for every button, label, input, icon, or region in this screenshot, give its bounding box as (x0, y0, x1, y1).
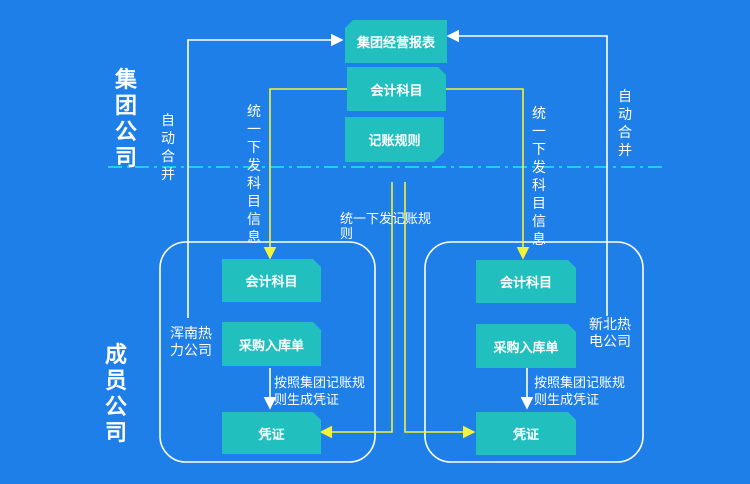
right-company-frame (424, 241, 644, 463)
right-voucher-box: 凭证 (476, 412, 576, 455)
auto-merge-left-line (187, 33, 344, 318)
distribute-accounts-right-label: 统一下发科目信息 (532, 106, 546, 248)
section-label-member: 成员公司 (104, 343, 127, 446)
group-rules-box: 记账规则 (345, 117, 444, 162)
distribute-accounts-left-label: 统一下发科目信息 (247, 104, 261, 246)
distribute-accounts-right-line (446, 88, 530, 260)
right-rule-note: 按照集团记账规则生成凭证 (534, 376, 626, 408)
left-voucher-box: 凭证 (222, 412, 321, 454)
left-company-name: 浑南热力公司 (170, 326, 212, 359)
group-accounts-box: 会计科目 (347, 67, 446, 111)
left-accounts-box: 会计科目 (222, 259, 321, 302)
distribute-rules-label: 统一下发记账规则 (340, 212, 432, 242)
auto-merge-right-label: 自动合并 (618, 89, 632, 159)
group-report-box: 集团经营报表 (345, 20, 447, 63)
right-company-name: 新北热电公司 (589, 317, 631, 350)
right-accounts-box: 会计科目 (476, 260, 576, 303)
auto-merge-right-line (446, 29, 608, 316)
auto-merge-left-label: 自动合并 (161, 113, 175, 183)
distribute-accounts-left-line (263, 88, 348, 260)
left-company-frame (159, 241, 376, 463)
left-purchase-box: 采购入库单 (222, 322, 321, 366)
distribute-rules-left-line (319, 182, 393, 439)
section-label-group: 集团公司 (114, 68, 137, 171)
left-rule-note: 按照集团记账规则生成凭证 (274, 376, 366, 408)
distribute-rules-right-line (404, 182, 476, 439)
right-purchase-box: 采购入库单 (476, 324, 576, 368)
